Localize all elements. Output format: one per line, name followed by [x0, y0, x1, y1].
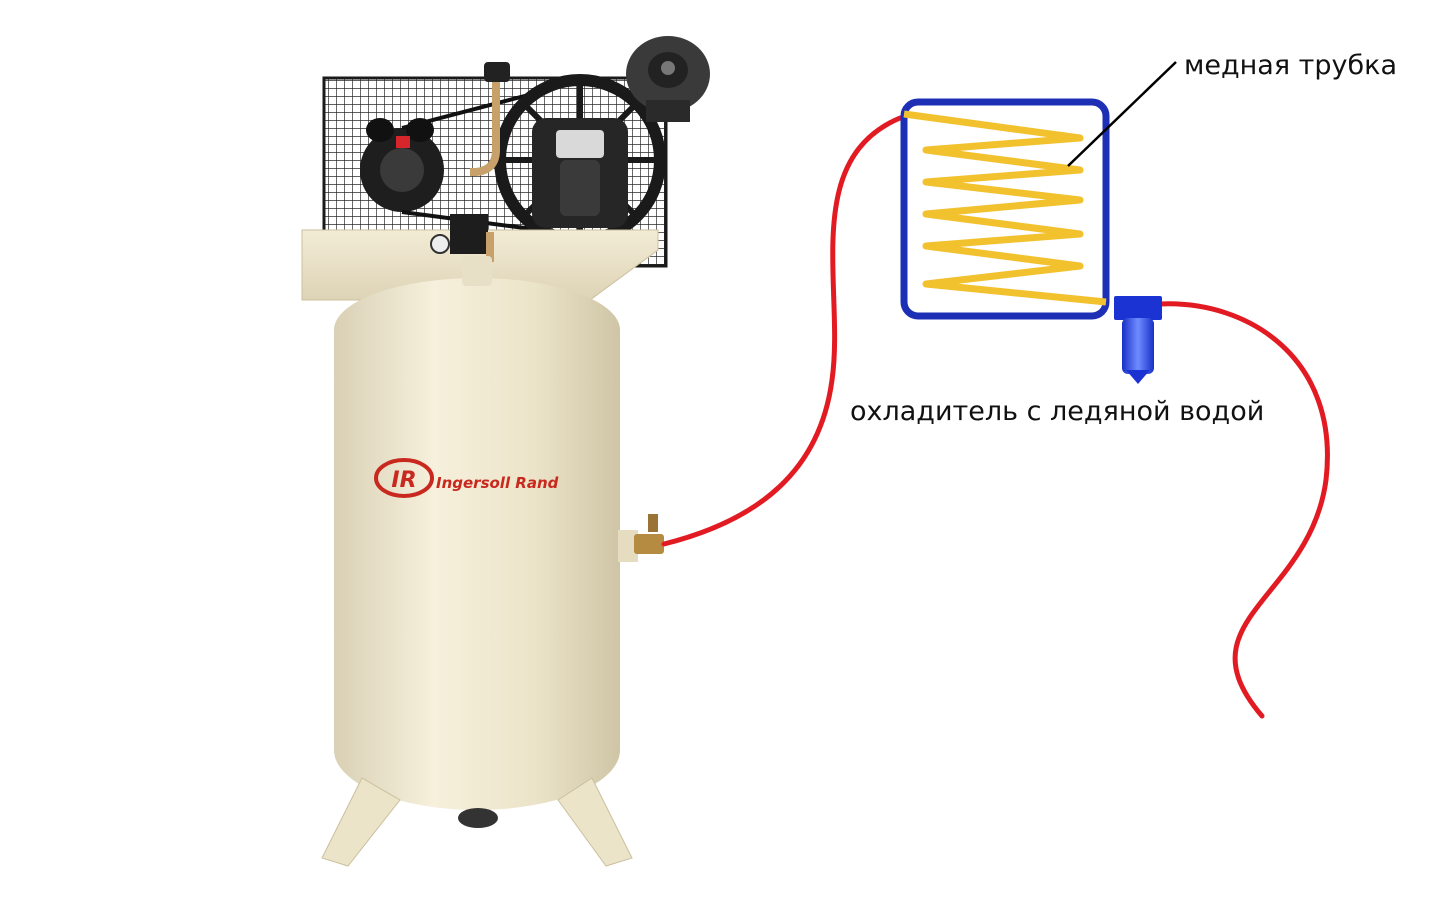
chiller-box — [900, 98, 1110, 320]
brand-logo: IR Ingersoll Rand — [374, 458, 559, 498]
label-chiller: охладитель с ледяной водой — [850, 396, 1264, 427]
pump-flywheel-icon — [494, 74, 666, 246]
air-compressor-icon: IR Ingersoll Rand — [301, 36, 710, 867]
hose-compressor-to-chiller — [661, 115, 903, 547]
svg-text:Ingersoll Rand: Ingersoll Rand — [436, 474, 559, 492]
discharge-pipe — [470, 78, 500, 176]
water-separator-icon — [1114, 296, 1162, 384]
copper-coil — [903, 110, 1107, 306]
motor-icon — [360, 118, 444, 212]
leader-line — [1067, 61, 1177, 167]
hose-outlet — [1157, 301, 1330, 719]
tank-leg-left — [321, 777, 401, 867]
outlet-valve-icon — [618, 514, 664, 562]
air-tank — [334, 256, 664, 828]
tank-leg-right — [557, 777, 633, 867]
svg-text:IR: IR — [391, 468, 416, 493]
intake-filter-icon — [626, 36, 710, 122]
label-copper-tube: медная трубка — [1184, 50, 1397, 81]
